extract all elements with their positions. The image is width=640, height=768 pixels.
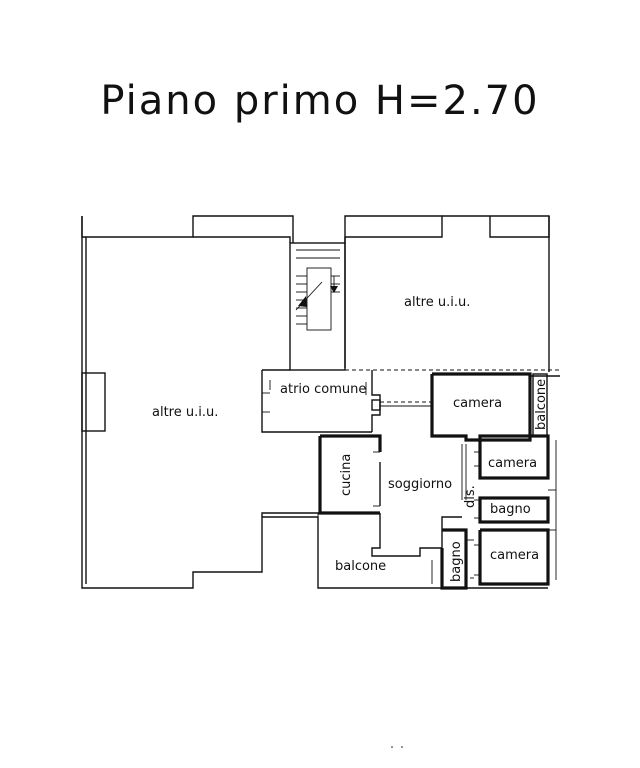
label-camera-bottom: camera	[490, 548, 539, 563]
stair-core	[289, 242, 346, 371]
label-atrio-comune: atrio comune	[280, 382, 366, 397]
label-camera-top: camera	[453, 396, 502, 411]
label-cucina: cucina	[339, 454, 354, 496]
label-balcone-side: balcone	[534, 379, 549, 430]
label-soggiorno: soggiorno	[388, 477, 452, 492]
atrio-comune-walls	[261, 369, 381, 433]
label-bagno-left: bagno	[449, 541, 464, 582]
label-bagno-right: bagno	[490, 502, 531, 517]
label-dis: dis.	[463, 485, 478, 508]
label-altre-uiu-left: altre u.i.u.	[152, 405, 218, 420]
floor-plan-title: Piano primo H=2.70	[100, 78, 540, 124]
label-camera-mid: camera	[488, 456, 537, 471]
label-altre-uiu-right: altre u.i.u.	[404, 295, 470, 310]
scan-mark	[401, 746, 403, 748]
right-unit-outline	[344, 215, 560, 372]
apartment-walls	[318, 372, 560, 590]
left-unit-outline	[81, 215, 380, 589]
scan-mark	[391, 746, 393, 748]
label-balcone-bottom: balcone	[335, 559, 386, 574]
